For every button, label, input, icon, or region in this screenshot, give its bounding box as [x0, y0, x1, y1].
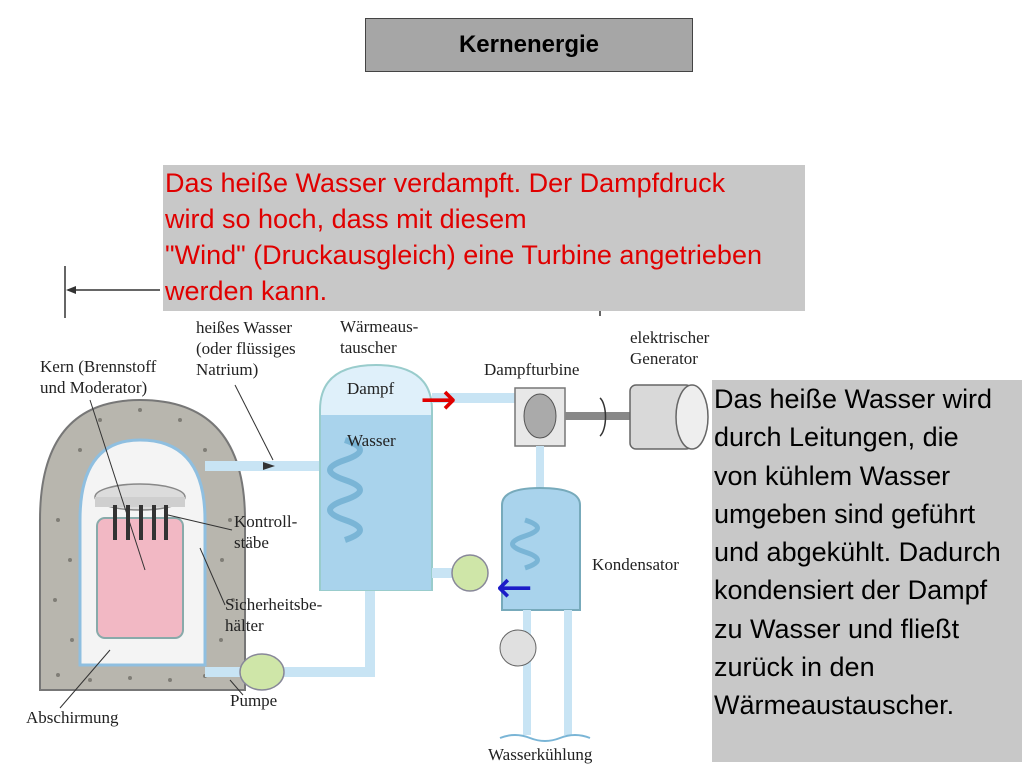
red-arrow: → [420, 374, 457, 425]
note-right-line-4: umgeben sind geführt [714, 498, 976, 529]
label-steam: Dampf [347, 379, 395, 398]
label-condenser: Kondensator [592, 555, 679, 574]
note-right-line-7: zu Wasser und fließt [714, 613, 960, 644]
note-top-line-4: werden kann. [165, 276, 328, 306]
label-cooling: Wasserkühlung [488, 745, 593, 764]
leader-lines [59, 384, 274, 709]
note-right-line-1: Das heiße Wasser wird [714, 384, 993, 414]
label-turbine: Dampfturbine [484, 360, 579, 379]
note-condensation: Das heiße Wasser wird durch Leitungen, d… [712, 380, 1022, 762]
page-title-text: Kernenergie [458, 31, 600, 58]
blue-arrow: ← [496, 562, 533, 613]
reactor-core [94, 483, 186, 639]
label-heat-exchanger-1: Wärmeaus- [340, 317, 419, 336]
label-generator-1: elektrischer [630, 328, 710, 347]
label-water: Wasser [347, 431, 396, 450]
note-right-line-3: von kühlem Wasser [714, 460, 951, 491]
label-control-rods-2: stäbe [234, 533, 269, 552]
condenser [499, 446, 591, 742]
label-shielding: Abschirmung [26, 708, 119, 727]
label-pump: Pumpe [230, 691, 277, 710]
note-steam-pressure: Das heiße Wasser verdampft. Der Dampfdru… [163, 165, 805, 311]
label-hot-water-1: heißes Wasser [196, 318, 292, 337]
note-right-line-8: zurück in den [714, 652, 875, 683]
label-heat-exchanger-2: tauscher [340, 338, 397, 357]
note-right-line-2: durch Leitungen, die [714, 422, 959, 453]
heat-exchanger [319, 363, 433, 591]
pump [239, 554, 489, 691]
label-control-rods-1: Kontroll- [234, 512, 298, 531]
label-hot-water-3: Natrium) [196, 360, 258, 379]
note-right-line-5: und abgekühlt. Dadurch [714, 537, 1001, 568]
label-containment-1: Sicherheitsbe- [225, 595, 323, 614]
electric-generator [629, 384, 709, 450]
label-containment-2: hälter [225, 616, 264, 635]
label-core-1: Kern (Brennstoff [40, 357, 157, 376]
steam-turbine [514, 387, 630, 447]
note-right-line-9: Wärmeaustauscher. [714, 690, 955, 721]
note-top-line-2: wird so hoch, dass mit diesem [165, 204, 527, 234]
note-top-line-3: "Wind" (Druckausgleich) eine Turbine ang… [165, 240, 762, 270]
label-hot-water-2: (oder flüssiges [196, 339, 296, 358]
leader-arrow [64, 266, 601, 318]
label-generator-2: Generator [630, 349, 698, 368]
page-title: Kernenergie [365, 18, 693, 72]
label-core-2: und Moderator) [40, 378, 147, 397]
note-right-line-6: kondensiert der Dampf [714, 575, 988, 606]
note-top-line-1: Das heiße Wasser verdampft. Der Dampfdru… [165, 168, 726, 198]
